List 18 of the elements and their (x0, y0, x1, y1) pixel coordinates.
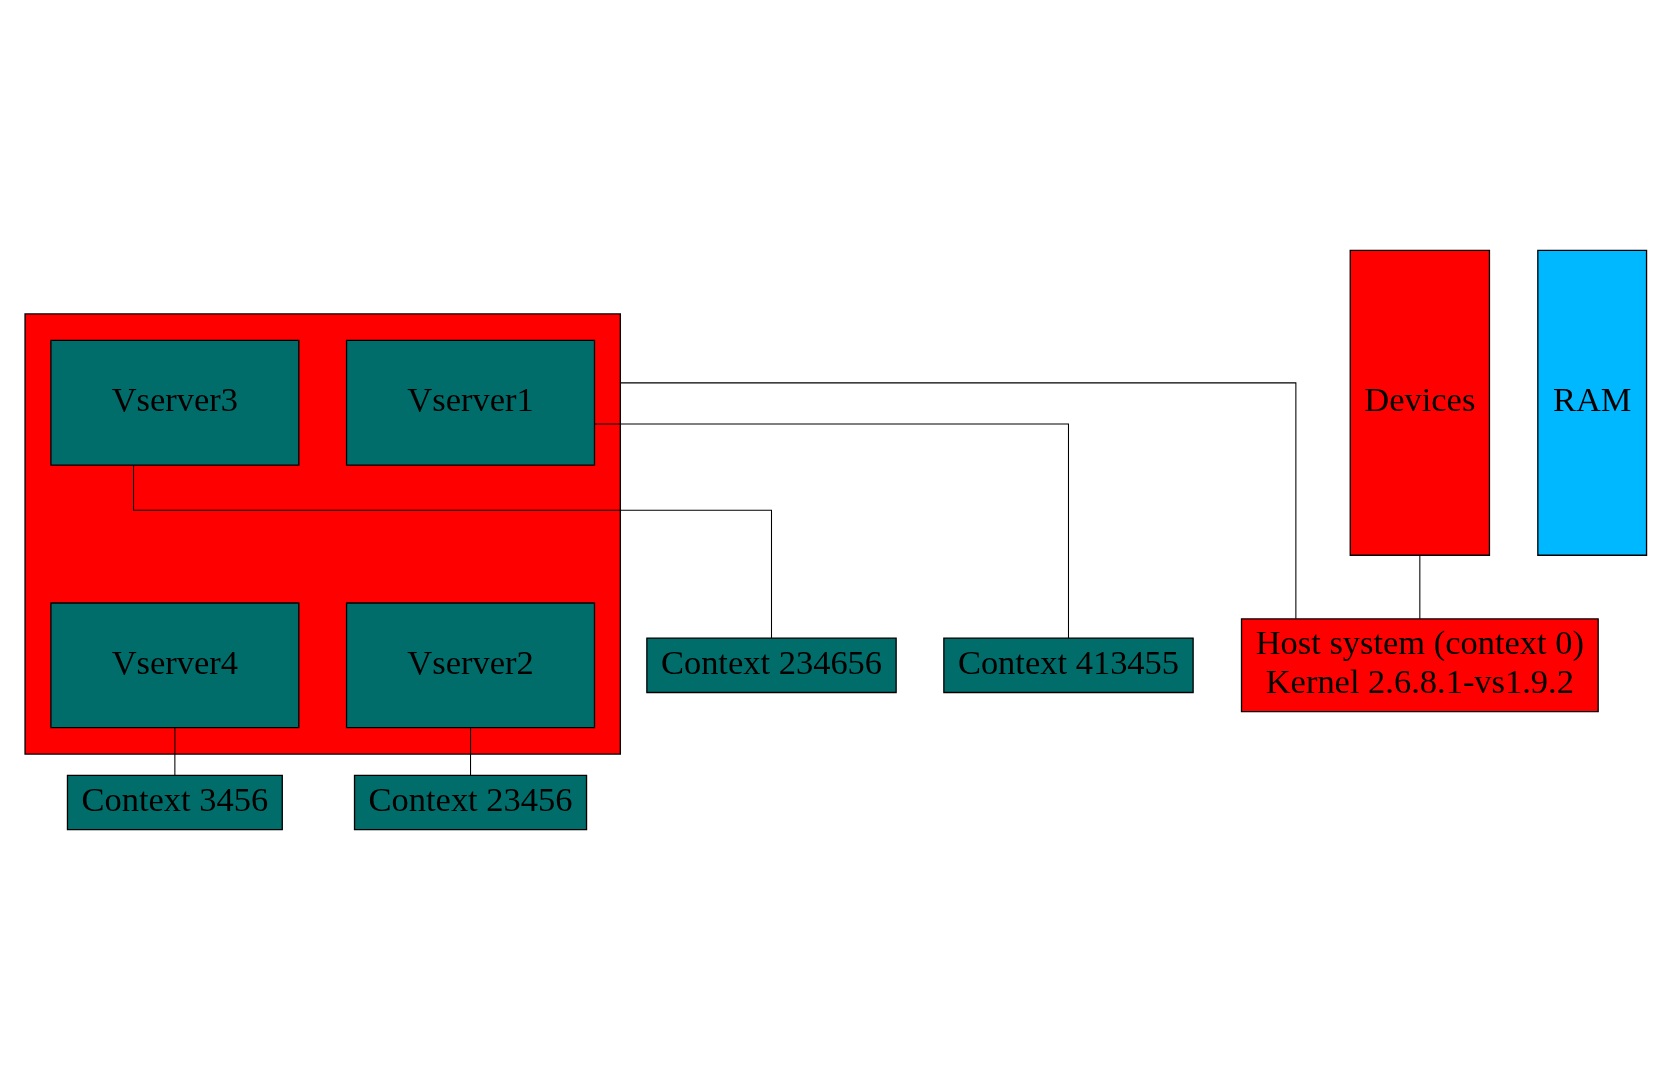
node-box: Vserver3 (50, 339, 300, 466)
connector (133, 464, 773, 639)
node-box: Vserver4 (50, 602, 300, 729)
node-box: Context 413455 (943, 637, 1194, 694)
node-box: Host system (context 0) Kernel 2.6.8.1-vs1.9.2 (1240, 618, 1599, 713)
cluster (24, 313, 621, 755)
connector (174, 727, 176, 776)
node-box: Vserver1 (345, 339, 596, 466)
node-box: Context 234656 (646, 637, 897, 694)
connector (1419, 554, 1421, 620)
node-box: Context 23456 (353, 774, 588, 831)
node-box: Devices (1349, 249, 1491, 556)
node-box: Vserver2 (345, 602, 596, 729)
node-box: RAM (1537, 249, 1648, 556)
connector (594, 423, 1069, 639)
connector (619, 382, 1297, 620)
connector (470, 727, 472, 776)
node-box: Context 3456 (66, 774, 283, 831)
